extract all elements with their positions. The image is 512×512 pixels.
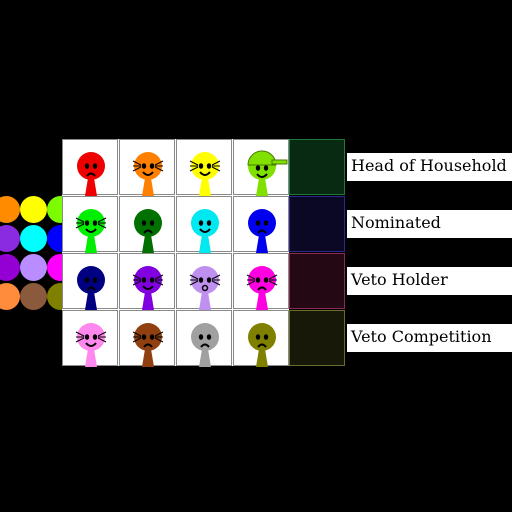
character-grid [62, 139, 289, 367]
character-purple[interactable] [119, 253, 175, 310]
character-blue[interactable] [233, 196, 289, 253]
palette-dot-yellow[interactable] [20, 196, 47, 223]
nominated-slot[interactable] [289, 196, 345, 252]
character-red[interactable] [62, 139, 118, 196]
character-orange[interactable] [119, 139, 175, 196]
palette-dot-pink[interactable] [0, 283, 20, 310]
hoh-slot[interactable] [289, 139, 345, 195]
character-lime-icon [247, 150, 288, 196]
palette-dot-orange[interactable] [0, 196, 20, 223]
character-magenta-icon [246, 266, 278, 310]
character-pink-icon [75, 323, 107, 367]
character-magenta[interactable] [233, 253, 289, 310]
character-brown[interactable] [119, 310, 175, 367]
character-red-icon [77, 152, 105, 196]
palette-dot-brown[interactable] [20, 283, 47, 310]
veto-competition-slot[interactable] [289, 310, 345, 366]
character-green-icon [75, 209, 107, 253]
character-lavender[interactable] [176, 253, 232, 310]
palette-dot-lavender[interactable] [20, 254, 47, 281]
character-navy[interactable] [62, 253, 118, 310]
character-cyan-icon [191, 209, 219, 253]
character-cyan[interactable] [176, 196, 232, 253]
character-yellow[interactable] [176, 139, 232, 196]
character-olive[interactable] [233, 310, 289, 367]
color-palette [0, 196, 74, 312]
character-lime[interactable] [233, 139, 289, 196]
character-gray-icon [191, 323, 219, 367]
veto-holder-label: Veto Holder [347, 267, 512, 295]
character-purple-icon [132, 266, 164, 310]
character-brown-icon [132, 323, 164, 367]
character-darkgreen-icon [134, 209, 162, 253]
palette-dot-cyan[interactable] [20, 225, 47, 252]
character-green[interactable] [62, 196, 118, 253]
palette-dot-purple[interactable] [0, 225, 20, 252]
veto-holder-slot[interactable] [289, 253, 345, 309]
character-lavender-icon [189, 266, 221, 310]
character-olive-icon [248, 323, 276, 367]
nominated-label: Nominated [347, 210, 512, 238]
veto-competition-label: Veto Competition [347, 324, 512, 352]
character-pink[interactable] [62, 310, 118, 367]
character-blue-icon [248, 209, 276, 253]
character-orange-icon [132, 152, 164, 196]
character-darkgreen[interactable] [119, 196, 175, 253]
character-yellow-icon [189, 152, 221, 196]
character-gray[interactable] [176, 310, 232, 367]
character-navy-icon [77, 266, 105, 310]
palette-dot-purple[interactable] [0, 254, 20, 281]
hoh-label: Head of Household [347, 153, 512, 181]
